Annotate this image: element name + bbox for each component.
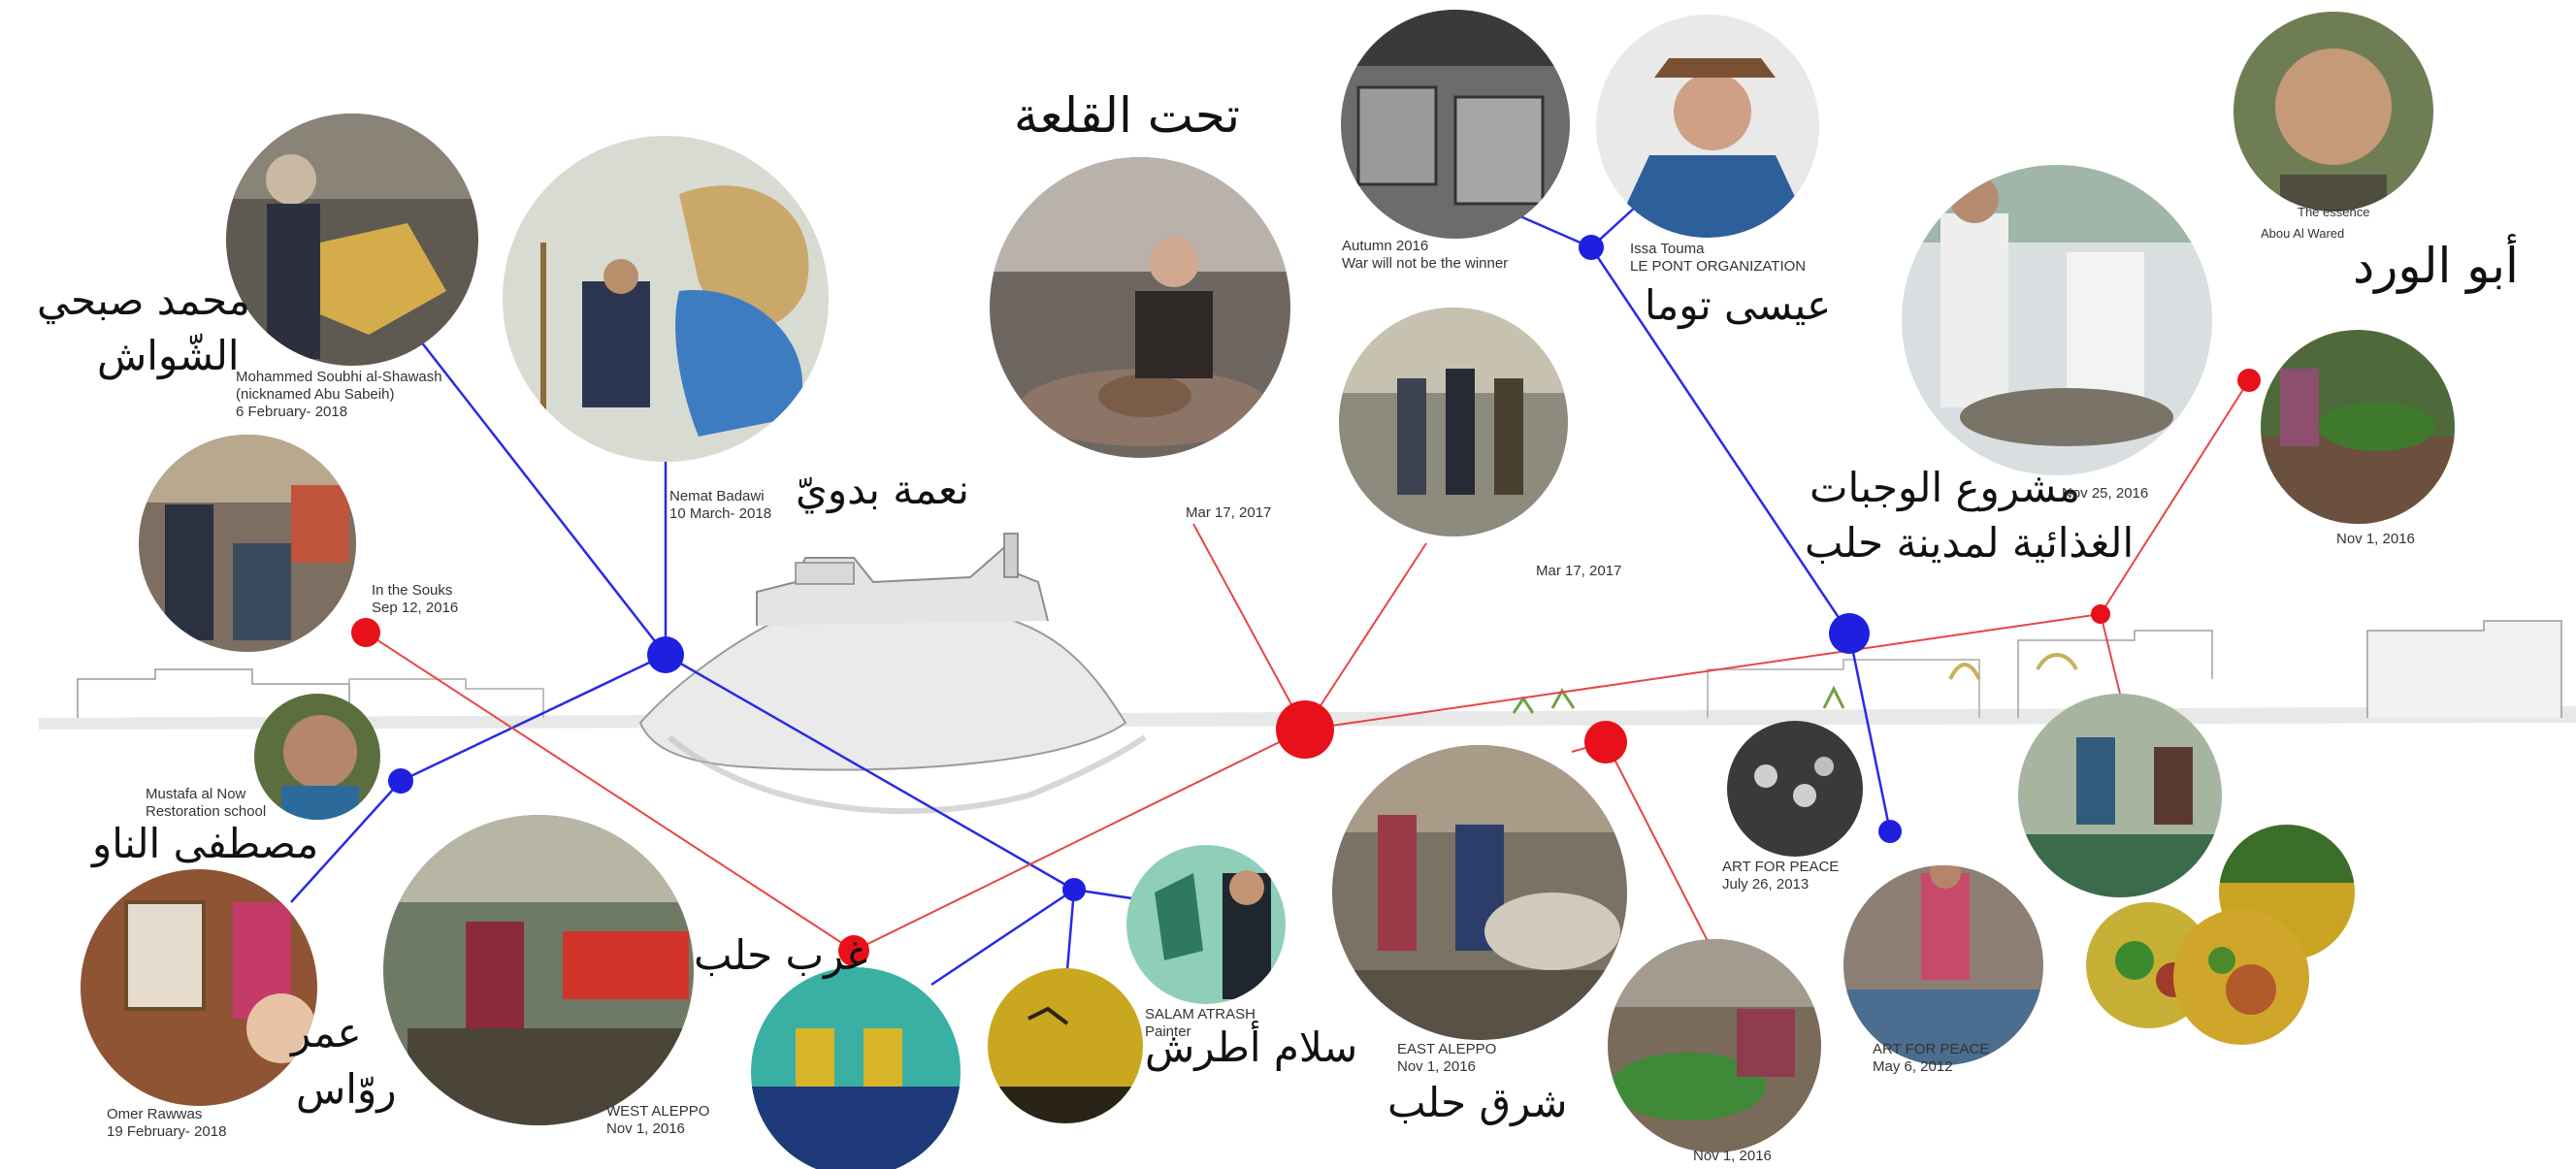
photo-bowls-3[interactable] — [2173, 909, 2309, 1045]
photo-west-aleppo[interactable] — [383, 815, 694, 1125]
photo-mural[interactable] — [751, 967, 961, 1169]
photo-omer[interactable] — [81, 869, 317, 1106]
caption-afp-2012: ART FOR PEACE May 6, 2012 — [1873, 1041, 1989, 1076]
caption-nemat: Nemat Badawi 10 March- 2018 — [669, 488, 771, 523]
caption-souks: In the Souks Sep 12, 2016 — [372, 582, 458, 617]
photo-nemat[interactable] — [500, 136, 834, 466]
caption-citadel-date: Mar 17, 2017 — [1186, 504, 1272, 521]
node-blue-mustafa[interactable] — [388, 768, 413, 794]
caption-west: WEST ALEPPO Nov 1, 2016 — [606, 1103, 709, 1138]
caption-omer-line2: 19 February- 2018 — [107, 1123, 227, 1140]
title-mustafa: مصطفى الناو — [92, 820, 319, 867]
title-issa-touma: عيسى توما — [1645, 281, 1832, 329]
photo-autumn[interactable] — [1339, 8, 1572, 241]
caption-nov25: Nov 25, 2016 — [2062, 485, 2149, 502]
title-nemat: نعمة بدويّ — [796, 466, 969, 513]
caption-salam-line1: SALAM ATRASH — [1145, 1006, 1255, 1023]
caption-salam-line2: Painter — [1145, 1023, 1191, 1040]
title-food-project-line2: الغذائية لمدينة حلب — [1805, 519, 2135, 567]
node-red-west[interactable] — [838, 935, 869, 966]
caption-mustafa: Mustafa al Now Restoration school — [146, 786, 266, 821]
caption-autumn: Autumn 2016 War will not be the winner — [1342, 238, 1508, 273]
caption-nov1-right: Nov 1, 2016 — [2336, 531, 2415, 547]
caption-issa-line1: Issa Touma — [1630, 241, 1705, 257]
caption-mustafa-line1: Mustafa al Now — [146, 786, 246, 802]
node-blue-west[interactable] — [647, 636, 684, 673]
photo-east-aleppo[interactable] — [1332, 745, 1627, 1040]
caption-souks-line2: Sep 12, 2016 — [372, 600, 459, 616]
caption-autumn-line1: Autumn 2016 — [1342, 238, 1429, 254]
caption-autumn-line2: War will not be the winner — [1342, 255, 1509, 272]
title-mohammad-line1: محمد صبحي — [37, 276, 250, 324]
photo-food-project[interactable] — [1902, 165, 2212, 475]
caption-citadel-street-date: Mar 17, 2017 — [1536, 563, 1622, 579]
photo-issa[interactable] — [1596, 14, 1821, 239]
title-west-aleppo: غرب حلب — [694, 931, 868, 979]
photo-art-for-peace-2013[interactable] — [1727, 721, 1863, 857]
photo-citadel[interactable] — [985, 155, 1295, 466]
photo-salam[interactable] — [1126, 845, 1286, 1004]
photo-mohammed[interactable] — [223, 112, 485, 373]
photo-citadel-street[interactable] — [1337, 306, 1570, 538]
caption-east-line1: EAST ALEPPO — [1397, 1041, 1497, 1057]
red-network-lines — [365, 379, 2250, 952]
caption-mohammed-line3: 6 February- 2018 — [236, 404, 348, 420]
node-red-souks[interactable] — [351, 618, 380, 647]
caption-afp-2012-line2: May 6, 2012 — [1873, 1058, 1953, 1075]
node-red-east[interactable] — [1584, 721, 1627, 763]
caption-nemat-line1: Nemat Badawi — [669, 488, 765, 504]
photo-courtyard[interactable] — [2018, 694, 2222, 897]
title-east-aleppo: شرق حلب — [1387, 1079, 1568, 1126]
photo-nov1-greens[interactable] — [2261, 330, 2455, 524]
photo-salam-painting[interactable] — [988, 968, 1143, 1123]
caption-omer: Omer Rawwas 19 February- 2018 — [107, 1106, 226, 1141]
photo-mustafa[interactable] — [254, 694, 380, 825]
title-abou-al-wared: أبو الورد — [2353, 238, 2519, 294]
caption-afp-2012-line1: ART FOR PEACE — [1873, 1041, 1990, 1057]
title-omar-line1: عمر — [291, 1009, 362, 1056]
caption-mohammed-line1: Mohammed Soubhi al-Shawash — [236, 369, 442, 385]
node-blue-issa[interactable] — [1579, 235, 1604, 260]
caption-afp-2013-line1: ART FOR PEACE — [1722, 859, 1840, 875]
caption-souks-line1: In the Souks — [372, 582, 453, 599]
caption-afp-2013-line2: July 26, 2013 — [1722, 876, 1810, 893]
caption-afp-2013: ART FOR PEACE July 26, 2013 — [1722, 859, 1839, 893]
title-mohammad-line2: الشّواش — [97, 332, 240, 379]
caption-nemat-line2: 10 March- 2018 — [669, 505, 772, 522]
title-salam: سلام أطرش — [1145, 1023, 1358, 1071]
caption-mustafa-line2: Restoration school — [146, 803, 267, 820]
title-food-project-line1: مشروع الوجبات — [1810, 464, 2080, 511]
node-blue-salam[interactable] — [1062, 878, 1086, 901]
photo-souks[interactable] — [139, 435, 356, 652]
caption-mohammed-line2: (nicknamed Abu Sabeih) — [236, 386, 395, 403]
caption-essence: The essence — [2298, 205, 2370, 219]
photo-vegetables[interactable] — [1608, 939, 1821, 1153]
caption-west-line1: WEST ALEPPO — [606, 1103, 710, 1120]
caption-mohammed: Mohammed Soubhi al-Shawash (nicknamed Ab… — [236, 369, 442, 421]
caption-west-line2: Nov 1, 2016 — [606, 1120, 685, 1137]
node-red-nov1[interactable] — [2237, 369, 2261, 392]
network-nodes — [351, 235, 2261, 966]
caption-east: EAST ALEPPO Nov 1, 2016 — [1397, 1041, 1496, 1076]
node-red-right[interactable] — [2091, 604, 2110, 624]
caption-issa-line2: LE PONT ORGANIZATION — [1630, 258, 1807, 275]
citadel-sketch — [39, 533, 2576, 815]
caption-abou: Abou Al Wared — [2261, 226, 2345, 241]
node-red-center[interactable] — [1276, 700, 1334, 759]
title-under-citadel: تحت القلعة — [1014, 87, 1241, 144]
caption-nov1-bottom: Nov 1, 2016 — [1693, 1148, 1772, 1164]
photo-abou[interactable] — [2232, 12, 2435, 223]
photo-art-for-peace-2012[interactable] — [1843, 858, 2043, 1065]
blue-network-lines — [290, 193, 1892, 987]
caption-east-line2: Nov 1, 2016 — [1397, 1058, 1476, 1075]
title-omar-line2: روّاس — [296, 1065, 397, 1113]
caption-issa: Issa Touma LE PONT ORGANIZATION — [1630, 241, 1806, 276]
node-blue-food[interactable] — [1829, 613, 1870, 654]
node-blue-art[interactable] — [1878, 820, 1902, 843]
caption-omer-line1: Omer Rawwas — [107, 1106, 203, 1122]
caption-salam: SALAM ATRASH Painter — [1145, 1006, 1255, 1041]
